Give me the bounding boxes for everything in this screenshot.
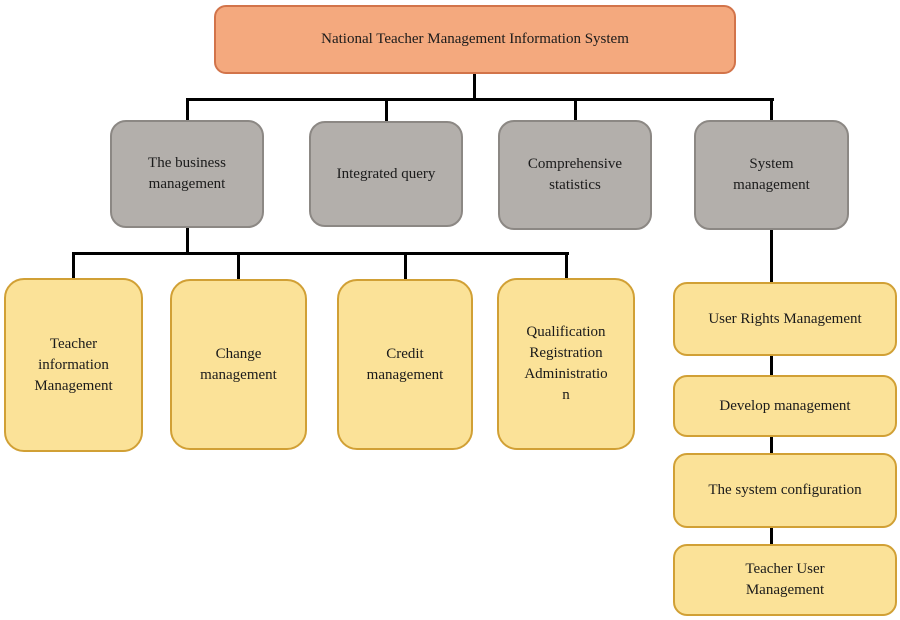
node-teacher-user-management: Teacher User Management <box>673 544 897 616</box>
node-root-national-teacher-management-information-system: National Teacher Management Information … <box>214 5 736 74</box>
connector-level2-horizontal <box>186 98 774 101</box>
connector-level3-drop-teacher-info <box>72 252 75 279</box>
connector-develop-to-configuration <box>770 436 773 454</box>
connector-level2-drop-business <box>186 98 189 121</box>
connector-level2-drop-query <box>385 98 388 122</box>
connector-configuration-to-teacher-user <box>770 527 773 545</box>
connector-level3-drop-qualification <box>565 252 568 279</box>
node-the-system-configuration: The system configuration <box>673 453 897 528</box>
node-qualification-registration-administration: Qualification Registration Administratio… <box>497 278 635 450</box>
node-user-rights-management: User Rights Management <box>673 282 897 356</box>
node-teacher-information-management: Teacher information Management <box>4 278 143 452</box>
node-the-business-management: The business management <box>110 120 264 228</box>
node-system-management: System management <box>694 120 849 230</box>
connector-user-rights-to-develop <box>770 355 773 376</box>
node-comprehensive-statistics: Comprehensive statistics <box>498 120 652 230</box>
connector-level2-drop-system <box>770 98 773 121</box>
node-change-management: Change management <box>170 279 307 450</box>
connector-root-vertical <box>473 74 476 99</box>
connector-level3-drop-credit <box>404 252 407 280</box>
connector-system-to-user-rights <box>770 229 773 283</box>
node-integrated-query: Integrated query <box>309 121 463 227</box>
node-develop-management: Develop management <box>673 375 897 437</box>
node-credit-management: Credit management <box>337 279 473 450</box>
connector-level3-horizontal <box>72 252 569 255</box>
connector-level2-drop-statistics <box>574 98 577 121</box>
connector-level3-drop-change <box>237 252 240 280</box>
connector-business-vertical <box>186 227 189 253</box>
